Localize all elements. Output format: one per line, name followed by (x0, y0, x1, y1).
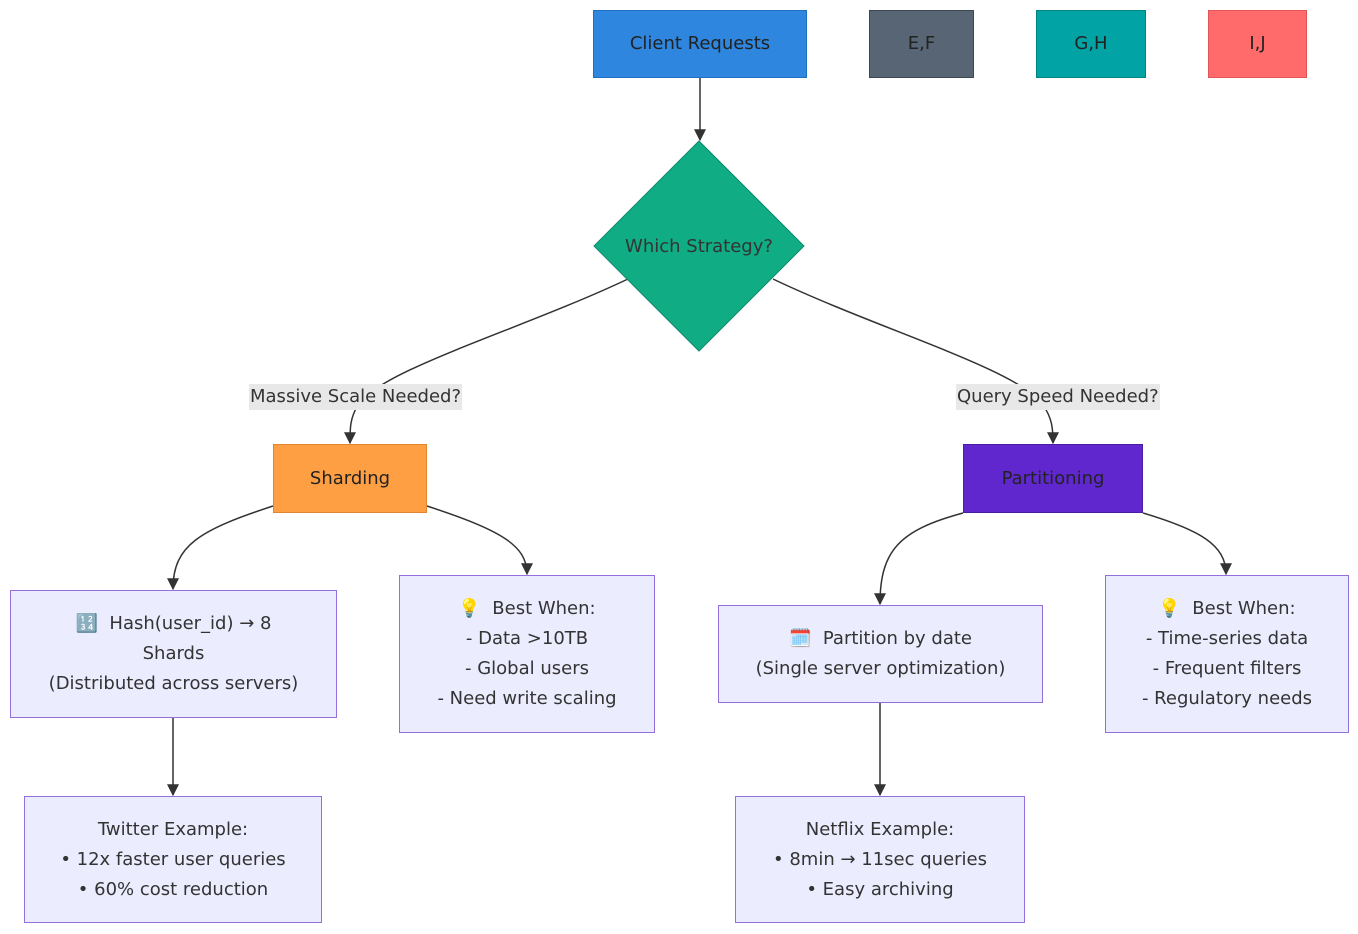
partitioning-best-when-title-text: Best When: (1192, 598, 1296, 619)
ef-label: E,F (907, 33, 936, 54)
sharding-best-item: - Global users (465, 658, 589, 679)
sharding-best-when-title-text: Best When: (492, 598, 596, 619)
sharding-best-item: - Data >10TB (465, 628, 589, 649)
twitter-example-title: Twitter Example: (97, 818, 249, 840)
hash-shards-node: 🔢 Hash(user_id) → 8 Shards (Distributed … (10, 590, 337, 718)
client-requests-label: Client Requests (629, 33, 771, 54)
edge-label-speed: Query Speed Needed? (956, 384, 1160, 410)
client-requests-node: Client Requests (593, 10, 807, 78)
twitter-example-node: Twitter Example: • 12x faster user queri… (24, 796, 322, 923)
edge-partitioning-date (874, 512, 964, 606)
netflix-example-item: • Easy archiving (806, 878, 954, 900)
gh-node: G,H (1036, 10, 1146, 78)
sharding-label: Sharding (309, 467, 391, 489)
lightbulb-icon: 💡 (1158, 598, 1181, 619)
decision-node: Which Strategy? (593, 140, 805, 352)
sharding-best-when-node: 💡 Best When: - Data >10TB - Global users… (399, 575, 655, 733)
edge-label-scale: Massive Scale Needed? (249, 384, 463, 410)
partitioning-best-item: - Time-series data (1145, 628, 1309, 649)
edge-decision-partitioning (772, 278, 1059, 445)
lightbulb-icon: 💡 (458, 598, 481, 619)
numbers-icon: 🔢 (75, 613, 98, 634)
edge-sharding-best (426, 505, 533, 576)
sharding-best-when-title: 💡 Best When: (458, 594, 595, 624)
partition-date-line-2: (Single server optimization) (755, 658, 1006, 679)
edge-sharding-hash (167, 505, 274, 591)
netflix-example-title: Netflix Example: (805, 818, 955, 840)
sharding-node: Sharding (273, 444, 427, 513)
edge-decision-sharding (344, 278, 629, 445)
partitioning-label: Partitioning (1001, 467, 1105, 489)
partitioning-best-when-title: 💡 Best When: (1158, 594, 1295, 624)
hash-line-2: Shards (142, 643, 205, 664)
decision-label: Which Strategy? (625, 235, 773, 257)
partition-by-date-node: 🗓️ Partition by date (Single server opti… (718, 605, 1043, 703)
decision-diamond-shape (593, 140, 805, 352)
twitter-example-item: • 60% cost reduction (77, 878, 269, 900)
hash-line-3: (Distributed across servers) (48, 673, 299, 694)
partition-date-line-1: 🗓️ Partition by date (789, 624, 972, 654)
partitioning-node: Partitioning (963, 444, 1143, 513)
hash-line-1: 🔢 Hash(user_id) → 8 (76, 609, 272, 639)
partition-date-line-1-text: Partition by date (822, 628, 972, 649)
calendar-icon: 🗓️ (789, 628, 812, 649)
netflix-example-node: Netflix Example: • 8min → 11sec queries … (735, 796, 1025, 923)
edge-partitioning-best (1142, 512, 1232, 576)
netflix-example-item: • 8min → 11sec queries (773, 848, 987, 870)
ij-label: I,J (1249, 33, 1266, 54)
partitioning-best-item: - Regulatory needs (1141, 688, 1313, 709)
twitter-example-item: • 12x faster user queries (60, 848, 286, 870)
partitioning-best-when-node: 💡 Best When: - Time-series data - Freque… (1105, 575, 1349, 733)
ij-node: I,J (1208, 10, 1307, 78)
hash-line-1-text: Hash(user_id) → 8 (109, 613, 272, 634)
ef-node: E,F (869, 10, 974, 78)
partitioning-best-item: - Frequent filters (1152, 658, 1302, 679)
gh-label: G,H (1074, 33, 1108, 54)
sharding-best-item: - Need write scaling (437, 688, 617, 709)
